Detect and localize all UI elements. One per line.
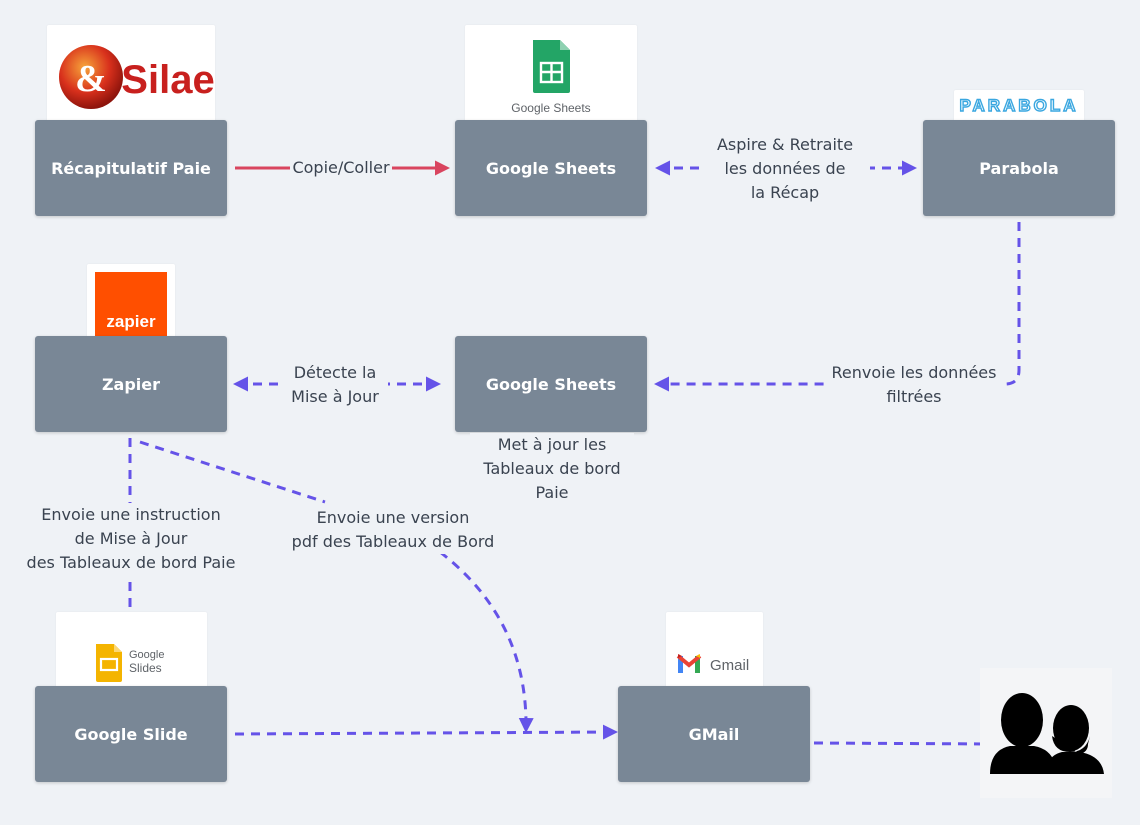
google-slides-logo: Google Slides [56,612,207,688]
silae-icon: & Silae [59,45,215,109]
edge-label-pdf: Envoie une version pdf des Tableaux de B… [288,506,498,554]
node-label: Zapier [101,374,161,394]
node-zapier[interactable]: Zapier [35,336,227,432]
zapier-wordmark: zapier [106,312,156,331]
google-slides-icon: Google Slides [96,644,164,682]
node-google-sheets-2[interactable]: Google Sheets [455,336,647,432]
gmail-icon: Gmail [676,654,749,674]
node-gmail[interactable]: GMail [618,686,810,782]
node-parabola[interactable]: Parabola [923,120,1115,216]
google-slides-wordmark-2: Slides [129,661,162,675]
edge-gmail-people [813,736,997,752]
edge-renvoie [654,222,1021,392]
edge-label-copy: Copie/Coller [290,156,392,180]
node-google-sheets-1[interactable]: Google Sheets [455,120,647,216]
node-label: Parabola [979,158,1059,178]
edge-label-renvoie: Renvoie les données filtrées [826,361,1002,409]
google-sheets-logo-1: Google Sheets [465,25,637,122]
node-label: GMail [688,724,740,744]
edge-pdf [139,440,526,730]
node-label: Google Sheets [485,158,617,178]
parabola-wordmark: PARABOLA [959,95,1079,115]
node-label: Récapitulatif Paie [51,158,211,178]
edge-label-detecte: Détecte la Mise à Jour [282,361,388,409]
zapier-icon: zapier [95,272,167,338]
silae-wordmark: Silae [121,58,214,102]
google-sheets-icon: Google Sheets [511,40,591,115]
users-icon [980,668,1112,798]
node-recapitulatif-paie[interactable]: Récapitulatif Paie [35,120,227,216]
node-google-slide[interactable]: Google Slide [35,686,227,782]
edge-label-met-a-jour: Met à jour les Tableaux de bord Paie [470,433,634,505]
gmail-wordmark: Gmail [710,657,749,674]
svg-text:&: & [75,58,107,100]
google-slides-wordmark-1: Google [129,649,164,661]
parabola-logo: PARABOLA [954,90,1084,122]
gmail-logo: Gmail [666,612,763,688]
node-label: Google Slide [74,724,188,744]
edge-label-instruction: Envoie une instruction de Mise à Jour de… [20,503,242,575]
google-sheets-wordmark: Google Sheets [511,101,590,115]
zapier-logo: zapier [87,264,175,338]
silae-logo: & Silae [47,25,215,122]
edge-label-aspire: Aspire & Retraite les données de la Réca… [700,133,870,205]
edge-slide-gmail [234,724,618,740]
node-label: Google Sheets [485,374,617,394]
